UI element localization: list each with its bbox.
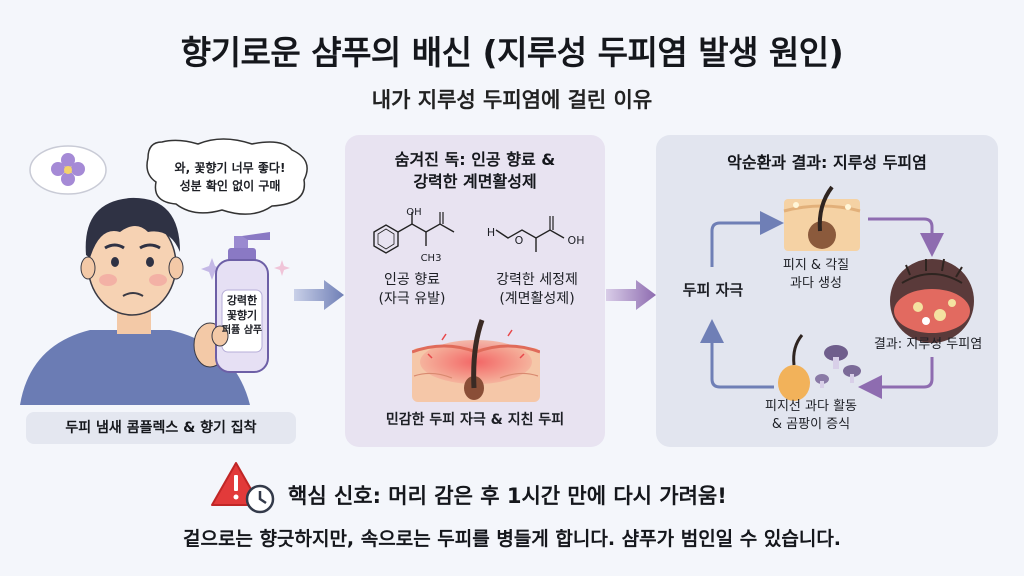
- page-title: 향기로운 샴푸의 배신 (지루성 두피염 발생 원인): [180, 33, 844, 72]
- vicious-cycle-diagram: [700, 185, 974, 401]
- bottom-message: 겉으로는 향긋하지만, 속으로는 두피를 병들게 합니다. 샴푸가 범인일 수 …: [182, 528, 842, 550]
- right-title: 악순환과 결과: 지루성 두피염: [727, 153, 927, 172]
- fungus-gland-icon: [778, 334, 861, 401]
- chem2-label-2: (계면활성제): [499, 291, 575, 307]
- chem1-oh: OH: [406, 207, 422, 218]
- node-fungus-1: 피지선 과다 활동: [765, 399, 857, 414]
- person-illustration: [20, 145, 290, 405]
- page-subtitle: 내가 지루성 두피염에 걸린 이유: [371, 88, 653, 112]
- inflamed-scalp-icon: [890, 258, 974, 343]
- middle-title-2: 강력한 계면활성제: [413, 172, 537, 191]
- key-signal: 핵심 신호: 머리 감은 후 1시간 만에 다시 가려움!: [288, 484, 727, 508]
- chem2-oh: OH: [567, 234, 585, 247]
- bottle-text-1: 강력한: [226, 294, 258, 307]
- bottle-text-2: 꽃향기: [226, 309, 258, 322]
- chem2-o: O: [514, 234, 524, 247]
- shampoo-bottle: [215, 232, 270, 373]
- chem2-label-1: 강력한 세정제: [496, 272, 578, 288]
- thought-text-1: 와, 꽃향기 너무 좋다!: [174, 161, 286, 175]
- arrow-mid-to-right: [606, 280, 656, 310]
- middle-title-1: 숨겨진 독: 인공 향료 &: [394, 150, 556, 169]
- chem1-label-2: (자극 유발): [378, 291, 446, 307]
- middle-caption: 민감한 두피 자극 & 지친 두피: [385, 412, 565, 428]
- arrow-left-to-mid: [294, 280, 344, 310]
- node-irritation: 두피 자극: [682, 281, 744, 299]
- node-result: 결과: 지루성 두피염: [873, 337, 983, 352]
- chem1-label-1: 인공 향료: [384, 272, 440, 288]
- bottle-text-3: 퍼퓸 샴푸: [221, 325, 263, 336]
- chem2-h: H: [486, 226, 496, 239]
- node-sebum-2: 과다 생성: [790, 276, 842, 291]
- warning-icon: [211, 462, 275, 514]
- node-fungus-2: & 곰팡이 증식: [771, 417, 851, 432]
- left-caption: 두피 냄새 콤플렉스 & 향기 집착: [26, 412, 296, 444]
- irritated-scalp-illustration: [412, 319, 540, 402]
- node-sebum-1: 피지 & 각질: [782, 258, 850, 273]
- sebum-follicle-icon: [783, 185, 861, 251]
- chem1-ch3: CH3: [420, 253, 442, 264]
- chemical-structures: [373, 212, 565, 254]
- flower-thought-bubble: [29, 145, 107, 195]
- thought-text-2: 성분 확인 없이 구매: [179, 179, 281, 193]
- speech-bubble: [146, 138, 308, 215]
